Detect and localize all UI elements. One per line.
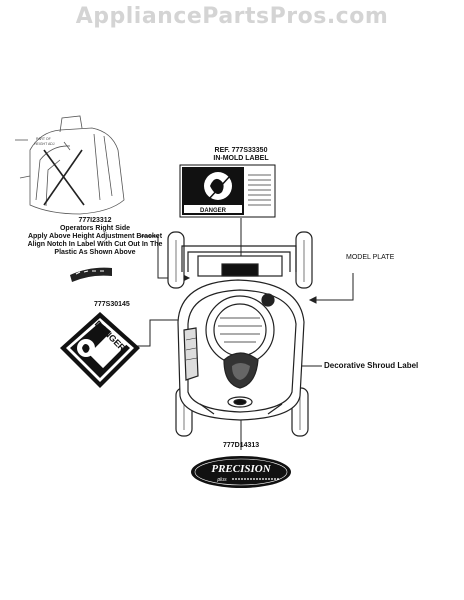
watermark-text: AppliancePartsPros.com <box>75 4 389 29</box>
precision-label-art <box>191 456 291 488</box>
danger-label-art <box>60 312 140 388</box>
inmold-label-art <box>179 164 276 218</box>
model-plate-label: MODEL PLATE <box>346 254 395 261</box>
right-side-line-3: Align Notch In Label With Cut Out In The <box>27 241 163 248</box>
right-side-line-4: Plastic As Shown Above <box>54 249 136 256</box>
right-side-part-number: 777I23312 <box>78 217 112 224</box>
right-side-label-art <box>70 267 112 282</box>
inmold-part-number: REF. 777S33350 <box>214 147 268 154</box>
inmold-label-name: IN-MOLD LABEL <box>213 155 269 162</box>
inmold-danger-text: DANGER <box>200 208 227 214</box>
decorative-shroud-label: Decorative Shroud Label <box>324 361 419 370</box>
right-side-line-1: Operators Right Side <box>59 225 130 232</box>
bottom-part-number: 777D14313 <box>223 442 260 449</box>
tiny-callout-2: HEIGHT ADJ <box>34 142 55 146</box>
precision-sub: plus <box>216 477 227 483</box>
tiny-callout-1: PART OF <box>36 137 51 141</box>
right-side-line-2: Apply Above Height Adjustment Bracket <box>27 233 163 240</box>
danger-part-number: 777S30145 <box>94 301 130 308</box>
mower-deck <box>167 231 313 437</box>
right-side-label-text: 777I23312 Operators Right Side Apply Abo… <box>20 217 170 257</box>
inmold-ref-label: REF. 777S33350 IN-MOLD LABEL <box>201 147 281 163</box>
precision-wordmark: PRECISION <box>211 463 271 475</box>
height-adjuster-detail <box>15 115 125 215</box>
